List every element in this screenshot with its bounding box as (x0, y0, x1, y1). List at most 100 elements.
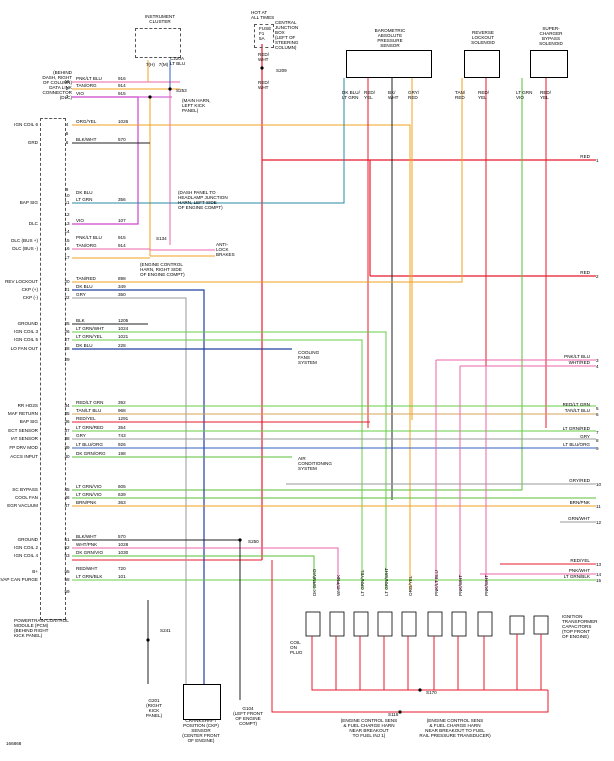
reverse-lockout-box (464, 50, 500, 78)
hot-red-wht-label: RED/ WHT (258, 52, 269, 62)
ignition-capacitors-label: IGNITION TRANSFORMER CAPACITORS (TOP FRO… (562, 614, 598, 639)
pcm-circuit-number: 107 (118, 218, 126, 223)
right-wire-color: RED/LT GRN (562, 402, 590, 407)
pcm-pin-number: 59 (64, 589, 70, 594)
pcm-wire-color: BLK/WHT (76, 137, 97, 142)
pcm-wire-color: RED/YEL (76, 416, 96, 421)
pcm-pin-number: 26 (64, 329, 70, 334)
ckp-sensor-box (183, 684, 221, 720)
baro-sensor-box (346, 50, 432, 78)
baro-wire-color: GRY/ RED (408, 90, 420, 100)
pcm-pin-number: 29 (64, 357, 70, 362)
pcm-wire-color: LT GRN (76, 197, 93, 202)
coil-on-plug-connector (427, 611, 443, 637)
instrument-cluster-label: INSTRUMENT CLUSTER (144, 14, 176, 24)
splice-dot (260, 66, 264, 70)
fuse-box (254, 24, 274, 48)
pcm-pin-number: 11 (64, 200, 70, 205)
pcm-pin-label: ACCS INPUT (10, 454, 38, 459)
pcm-pin-label: EVAP CAN PURGE (0, 577, 38, 582)
pcm-wire-color: GRY (76, 292, 86, 297)
pcm-pin-label: DLC (BUS +) (11, 238, 38, 243)
pcm-pin-number: 40 (64, 454, 70, 459)
wire-tan-red (72, 78, 463, 283)
pcm-pin-number: 13 (64, 221, 70, 226)
splice-s134: S134 (156, 236, 167, 241)
pcm-circuit-number: 1024 (118, 326, 129, 331)
baro-wire-color: DK BLU/ LT GRN (342, 90, 360, 100)
pcm-wire-color: PNK/LT BLU (76, 235, 102, 240)
pcm-pin-number: 27 (64, 337, 70, 342)
pcm-pin-label: IGN COIL 4 (14, 553, 38, 558)
ignition-capacitor (533, 615, 549, 635)
hot-at-label: HOT AT ALL TIMES (251, 10, 275, 20)
cooling-fans-label: COOLING FANS SYSTEM (298, 350, 320, 365)
right-wire-color: PNK/LT BLU (564, 354, 590, 359)
right-wire-color: TAN/LT BLU (564, 408, 590, 413)
pcm-pin-number: 55 (64, 569, 70, 574)
pcm-circuit-number: 198 (118, 451, 126, 456)
pcm-pin-number: 21 (64, 287, 70, 292)
pcm-circuit-number: 363 (118, 500, 126, 505)
instrument-pin-colors: C220A LT BLU (170, 56, 186, 66)
pcm-box (40, 118, 66, 620)
pcm-pin-label: IGN COIL 3 (14, 329, 38, 334)
right-wire-color: LT BLU/ORG (563, 442, 590, 447)
pcm-wire-color: LT GRN/VIO (76, 492, 102, 497)
supercharger-wire-color: RED/ YEL (540, 90, 551, 100)
main-harn-label: (MAIN HARN, LEFT KICK PANEL) (182, 98, 211, 113)
ignition-capacitor (509, 615, 525, 635)
pcm-circuit-number: 720 (118, 566, 126, 571)
pcm-circuit-number: 228 (118, 343, 126, 348)
pcm-pin-number: 39 (64, 445, 70, 450)
right-wire-number: 4 (596, 364, 599, 369)
pcm-circuit-number: 354 (118, 425, 126, 430)
pcm-pin-label: CKP (+) (21, 287, 38, 292)
baro-sensor-label: BAROMETRIC ABSOLUTE PRESSURE SENSOR (374, 28, 406, 48)
pcm-circuit-number: 1205 (118, 318, 129, 323)
pcm-pin-label: DLC (BUS -) (12, 246, 38, 251)
splice-dot (238, 538, 242, 542)
right-wire-number: 8 (596, 438, 599, 443)
right-wire-color: LT GRN/RED (562, 426, 590, 431)
pcm-circuit-number: 968 (118, 408, 126, 413)
pcm-pin-label: FP DRV MOD (9, 445, 38, 450)
pcm-pin-number: 36 (64, 419, 70, 424)
pcm-pin-number: 6 (65, 140, 69, 145)
right-wire-number: 12 (596, 520, 602, 525)
wire-lt-grn-yel (72, 339, 363, 590)
pcm-circuit-number: 1021 (118, 334, 129, 339)
pcm-wire-color: TAN/RED (76, 276, 96, 281)
wire-coil-red-return (311, 636, 548, 691)
pcm-pin-number: 15 (64, 238, 70, 243)
pcm-pin-label: EGR VACUUM (7, 503, 38, 508)
pcm-circuit-number: 356 (118, 197, 126, 202)
g201-label: G201 (RIGHT KICK PANEL) (145, 698, 163, 718)
wire-ckp-plus (72, 289, 205, 684)
pcm-pin-number: 2 (65, 86, 69, 91)
pcm-pin-number: 28 (64, 346, 70, 351)
pcm-pin-number: 14 (64, 229, 70, 234)
instrument-pin-nums: 7(H) 7(M) (146, 62, 169, 67)
right-wire-color: RED/YEL (570, 558, 590, 563)
pcm-circuit-number: 743 (118, 433, 126, 438)
coil-wire-color: LT GRN/YEL (360, 569, 365, 596)
anti-lock-brakes-label: ANTI- LOCK BRAKES (216, 242, 235, 257)
ac-system-label: AIR CONDITIONING SYSTEM (298, 456, 332, 471)
pcm-pin-number: 12 (64, 212, 70, 217)
pcm-pin-number: 22 (64, 295, 70, 300)
dash-panel-label: (DASH PANEL TO HEADLAMP JUNCTION HARN, L… (178, 190, 228, 210)
pcm-pin-label: CKP (-) (22, 295, 38, 300)
splice-s209: S209 (276, 68, 287, 73)
wire-dk-grn-vio (72, 555, 315, 590)
instrument-cluster-box (135, 28, 181, 58)
pcm-pin-number: 58 (64, 577, 70, 582)
coil-wire-color: DK GRN/VIO (312, 568, 317, 596)
right-wire-number: 15 (596, 578, 602, 583)
pcm-pin-label: BAP SIG (19, 419, 38, 424)
right-wire-color: BRN/PNK (569, 500, 590, 505)
pcm-pin-number: 4 (65, 122, 69, 127)
supercharger-bypass-box (530, 50, 568, 78)
coil-on-plug-connector (353, 611, 369, 637)
